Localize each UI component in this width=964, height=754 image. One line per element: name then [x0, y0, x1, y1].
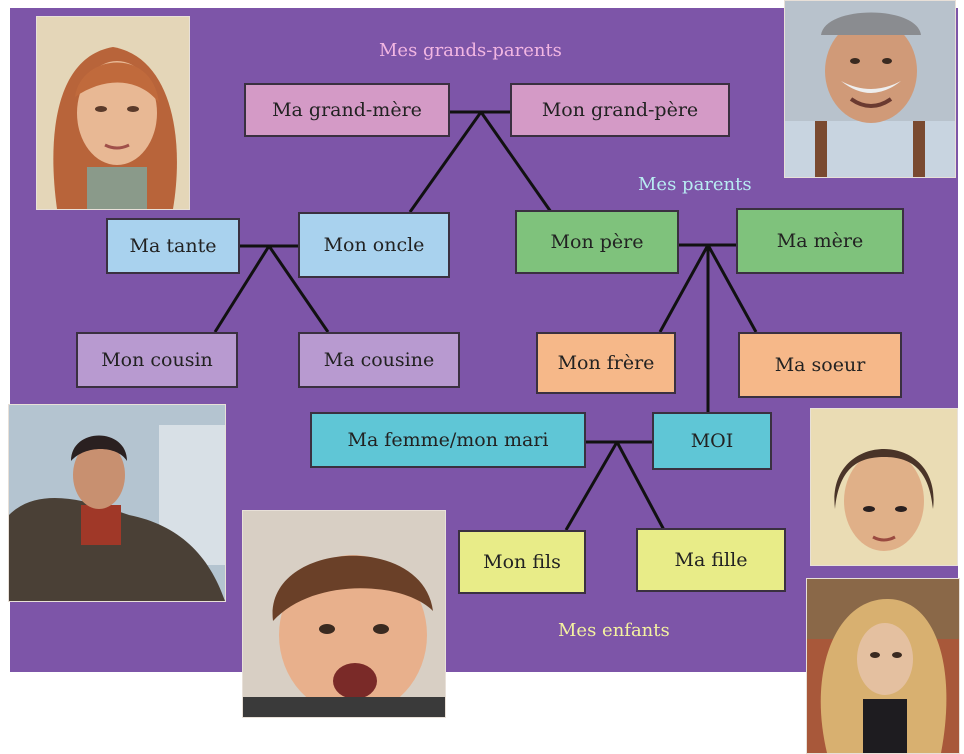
cousin-female-box: Ma cousine [298, 332, 460, 388]
aunt-box: Ma tante [106, 218, 240, 274]
brother-box: Mon frère [536, 332, 676, 394]
grandparents-heading: Mes grands-parents [379, 40, 562, 61]
mother-box: Ma mère [736, 208, 904, 274]
blonde-woman-photo [806, 578, 960, 754]
uncle-box: Mon oncle [298, 212, 450, 278]
boy-photo [242, 510, 446, 718]
grandmother-box: Ma grand-mère [244, 83, 450, 137]
spouse-box: Ma femme/mon mari [310, 412, 586, 468]
sister-box: Ma soeur [738, 332, 902, 398]
woman-short-hair-photo [810, 408, 958, 566]
father-box: Mon père [515, 210, 679, 274]
children-heading: Mes enfants [558, 620, 670, 641]
grandfather-photo [784, 0, 956, 178]
cousin-male-box: Mon cousin [76, 332, 238, 388]
parents-heading: Mes parents [638, 174, 752, 195]
grandmother-photo [36, 16, 190, 210]
man-photo [8, 404, 226, 602]
grandfather-box: Mon grand-père [510, 83, 730, 137]
me-box: MOI [652, 412, 772, 470]
daughter-box: Ma fille [636, 528, 786, 592]
son-box: Mon fils [458, 530, 586, 594]
